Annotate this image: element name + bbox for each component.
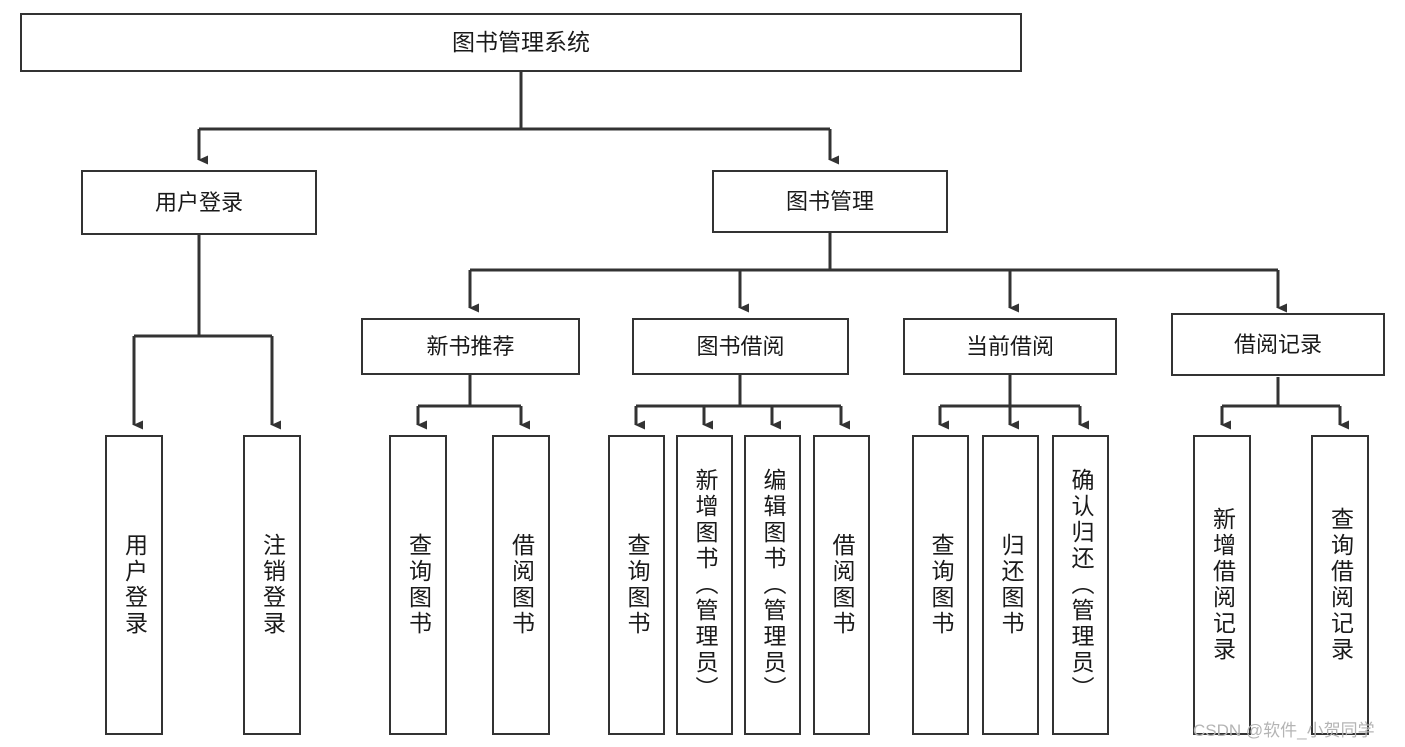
- node-new-book-recommend[interactable]: 新书推荐: [361, 318, 580, 375]
- leaf-return-book-label: 归还图书: [998, 533, 1024, 637]
- leaf-add-borrow-record[interactable]: 新增借阅记录: [1193, 435, 1251, 735]
- node-root-system-label: 图书管理系统: [452, 28, 590, 55]
- node-borrow-record[interactable]: 借阅记录: [1171, 313, 1385, 376]
- leaf-query-book-current[interactable]: 查询图书: [912, 435, 969, 735]
- leaf-query-book-current-label: 查询图书: [928, 533, 954, 637]
- leaf-query-book-borrow[interactable]: 查询图书: [608, 435, 665, 735]
- leaf-confirm-return-admin[interactable]: 确认归还（管理员）: [1052, 435, 1109, 735]
- csdn-watermark: CSDN @软件_小贺同学: [1193, 721, 1375, 740]
- leaf-user-login-label: 用户登录: [121, 533, 148, 637]
- leaf-logout[interactable]: 注销登录: [243, 435, 301, 735]
- leaf-confirm-return-admin-label: 确认归还（管理员）: [1068, 468, 1094, 702]
- leaf-borrow-book-label: 借阅图书: [829, 533, 855, 637]
- node-new-book-recommend-label: 新书推荐: [426, 333, 515, 359]
- leaf-query-book-borrow-label: 查询图书: [624, 533, 650, 637]
- leaf-logout-label: 注销登录: [259, 533, 286, 637]
- leaf-query-book-recommend[interactable]: 查询图书: [389, 435, 447, 735]
- leaf-edit-book-admin-label: 编辑图书（管理员）: [760, 468, 786, 702]
- leaf-user-login[interactable]: 用户登录: [105, 435, 163, 735]
- leaf-borrow-book[interactable]: 借阅图书: [813, 435, 870, 735]
- node-current-borrow-label: 当前借阅: [965, 333, 1054, 359]
- leaf-add-book-admin[interactable]: 新增图书（管理员）: [676, 435, 733, 735]
- node-root-system[interactable]: 图书管理系统: [20, 13, 1022, 72]
- leaf-query-borrow-record-label: 查询借阅记录: [1327, 507, 1354, 663]
- node-book-borrow-label: 图书借阅: [696, 333, 785, 359]
- node-user-login[interactable]: 用户登录: [81, 170, 317, 235]
- node-user-login-label: 用户登录: [154, 189, 243, 215]
- leaf-return-book[interactable]: 归还图书: [982, 435, 1039, 735]
- leaf-query-book-recommend-label: 查询图书: [405, 533, 432, 637]
- leaf-query-borrow-record[interactable]: 查询借阅记录: [1311, 435, 1369, 735]
- node-borrow-record-label: 借阅记录: [1233, 331, 1322, 357]
- leaf-edit-book-admin[interactable]: 编辑图书（管理员）: [744, 435, 801, 735]
- node-book-manage-label: 图书管理: [785, 188, 874, 214]
- leaf-borrow-book-recommend-label: 借阅图书: [508, 533, 535, 637]
- node-book-borrow[interactable]: 图书借阅: [632, 318, 849, 375]
- node-current-borrow[interactable]: 当前借阅: [903, 318, 1117, 375]
- node-book-manage[interactable]: 图书管理: [712, 170, 948, 233]
- leaf-borrow-book-recommend[interactable]: 借阅图书: [492, 435, 550, 735]
- leaf-add-borrow-record-label: 新增借阅记录: [1209, 507, 1236, 663]
- leaf-add-book-admin-label: 新增图书（管理员）: [692, 468, 718, 702]
